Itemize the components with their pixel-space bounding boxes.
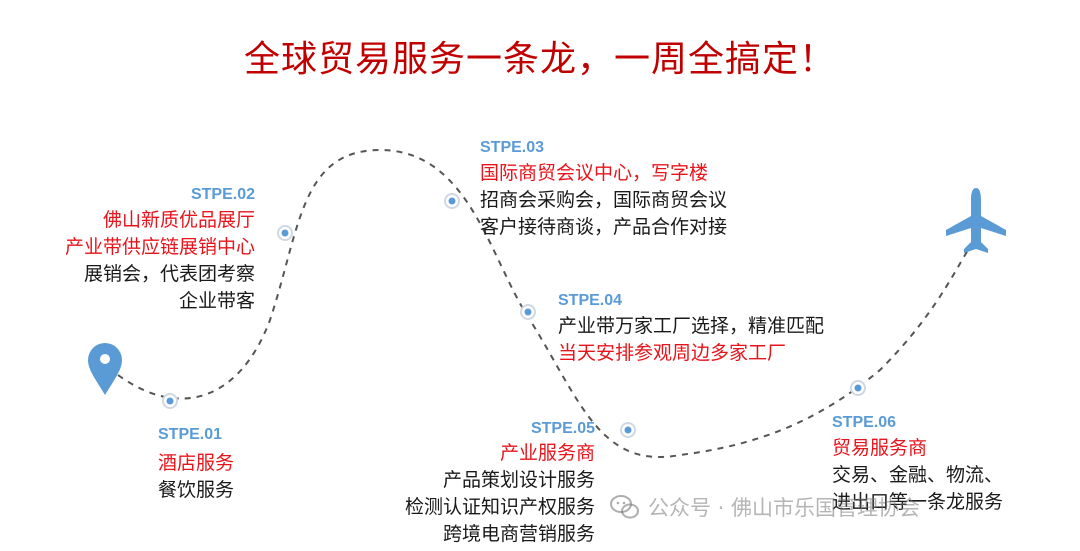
- airplane-icon: [946, 188, 1006, 253]
- step-06: STPE.06 贸易服务商 交易、金融、物流、 进出口等一条龙服务: [832, 414, 1003, 516]
- step-label: STPE.01: [158, 426, 223, 443]
- step-line: 跨境电商营销服务: [442, 523, 595, 545]
- step-node-5: [620, 422, 636, 438]
- step-node-2: [277, 225, 293, 241]
- step-node-6: [850, 380, 866, 396]
- step-node-1: [162, 393, 178, 409]
- step-line: 贸易服务商: [832, 437, 928, 459]
- step-node-3: [444, 193, 460, 209]
- step-line: 酒店服务: [158, 452, 235, 474]
- step-label: STPE.02: [190, 186, 255, 203]
- watermark-text: 公众号 · 佛山市乐国管理协会: [648, 496, 921, 520]
- step-line: 产业带供应链展销中心: [64, 236, 255, 258]
- step-line: 产业服务商: [499, 442, 595, 464]
- step-03: STPE.03 国际商贸会议中心，写字楼 招商会采购会，国际商贸会议 客户接待商…: [480, 139, 727, 241]
- step-line: 产业带万家工厂选择，精准匹配: [558, 315, 825, 337]
- step-04: STPE.04 产业带万家工厂选择，精准匹配 当天安排参观周边多家工厂: [558, 292, 824, 367]
- step-line: 当天安排参观周边多家工厂: [558, 342, 787, 364]
- page-title: 全球贸易服务一条龙，一周全搞定！: [243, 39, 836, 80]
- location-pin-icon: [88, 343, 122, 395]
- step-line: 交易、金融、物流、: [832, 464, 1004, 486]
- step-label: STPE.05: [530, 420, 595, 437]
- step-line: 招商会采购会，国际商贸会议: [480, 189, 728, 211]
- step-05: STPE.05 产业服务商 产品策划设计服务 检测认证知识产权服务 跨境电商营销…: [360, 420, 595, 548]
- step-label: STPE.03: [480, 139, 545, 156]
- step-line: 展销会，代表团考察: [83, 263, 255, 285]
- step-01: STPE.01 酒店服务 餐饮服务: [158, 426, 234, 504]
- step-line: 佛山新质优品展厅: [102, 209, 255, 231]
- step-label: STPE.04: [558, 292, 623, 309]
- watermark: 公众号 · 佛山市乐国管理协会: [610, 492, 920, 522]
- step-line: 进出口等一条龙服务: [832, 491, 1004, 513]
- step-line: 企业带客: [178, 290, 255, 312]
- step-line: 产品策划设计服务: [442, 469, 595, 491]
- step-02: STPE.02 佛山新质优品展厅 产业带供应链展销中心 展销会，代表团考察 企业…: [20, 186, 255, 315]
- wechat-icon: [610, 495, 639, 519]
- step-line: 国际商贸会议中心，写字楼: [480, 162, 709, 184]
- step-line: 客户接待商谈，产品合作对接: [480, 216, 728, 238]
- step-line: 检测认证知识产权服务: [404, 496, 595, 518]
- step-line: 餐饮服务: [158, 479, 235, 501]
- step-label: STPE.06: [832, 414, 897, 431]
- step-node-4: [520, 304, 536, 320]
